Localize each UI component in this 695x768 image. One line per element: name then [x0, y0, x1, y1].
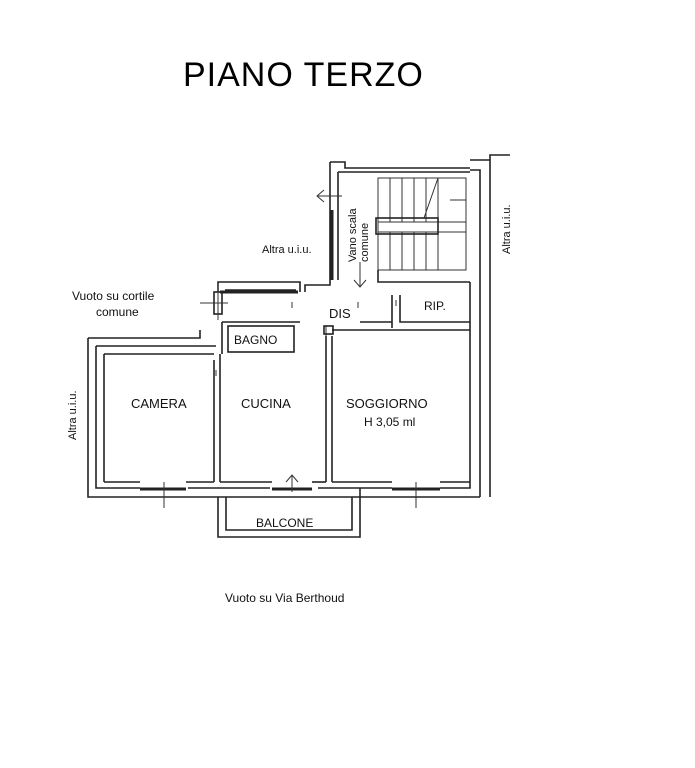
vano-scala-label: Vano scalacomune: [347, 208, 371, 262]
plan-title: PIANO TERZO: [183, 56, 424, 94]
apartment-walls: [87, 154, 510, 538]
dis-label: DIS: [329, 306, 351, 321]
soggiorno-label: SOGGIORNO: [346, 396, 428, 411]
staircase: [375, 177, 467, 271]
soggiorno-height-label: H 3,05 ml: [364, 415, 415, 429]
cucina-label: CUCINA: [241, 396, 291, 411]
altra-uiu-top-label: Altra u.i.u.: [262, 244, 312, 256]
vuoto-via-label: Vuoto su Via Berthoud: [225, 591, 344, 605]
altra-uiu-left-label: Altra u.i.u.: [67, 390, 79, 440]
camera-label: CAMERA: [131, 396, 187, 411]
balcone-label: BALCONE: [256, 516, 313, 530]
altra-uiu-right-label: Altra u.i.u.: [501, 204, 513, 254]
rip-label: RIP.: [424, 299, 446, 313]
bagno-label: BAGNO: [234, 333, 277, 347]
